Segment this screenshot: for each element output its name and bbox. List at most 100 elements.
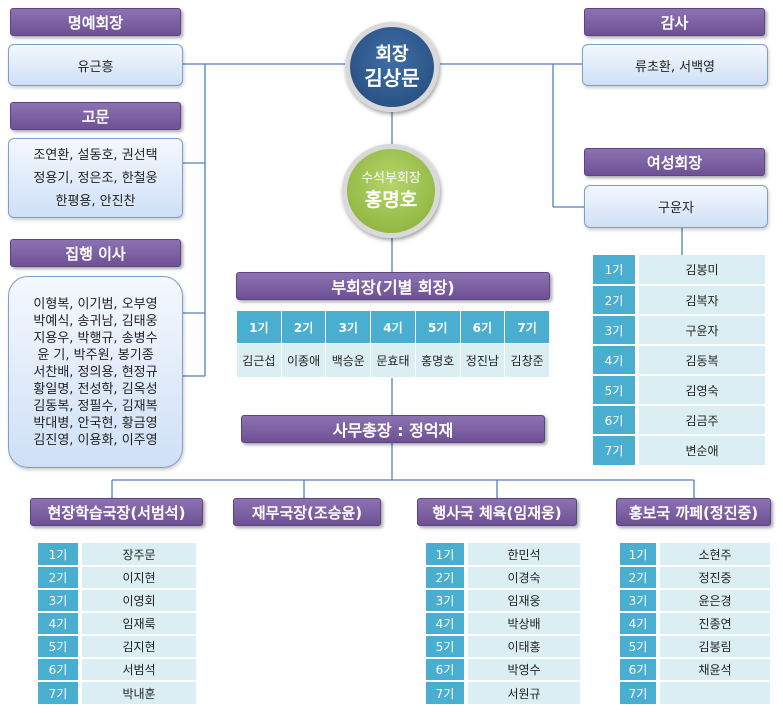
women-chair-box: 구윤자 bbox=[584, 185, 768, 228]
events-sports-header: 행사국 체육(임재웅) bbox=[417, 498, 577, 526]
directors-line: 박예식, 송귀남, 김태웅 bbox=[33, 313, 158, 329]
women-chair-name: 구윤자 bbox=[658, 201, 694, 216]
advisors-header: 고문 bbox=[10, 102, 181, 130]
gen-label: 5기 bbox=[593, 375, 637, 406]
advisors-box: 조연환, 설동호, 권선택 정용기, 정은조, 한철웅 한평용, 안진찬 bbox=[8, 138, 183, 218]
vp-gen-label: 6기 bbox=[459, 310, 506, 344]
vp-name: 김근섭 bbox=[236, 343, 282, 378]
gen-member-name: 장주문 bbox=[78, 543, 196, 567]
senior-vp-name: 홍명호 bbox=[364, 189, 418, 211]
vp-gen-label: 7기 bbox=[504, 310, 550, 344]
gen-label: 7기 bbox=[593, 435, 637, 465]
gen-member-name: 박상배 bbox=[464, 612, 580, 636]
vp-name: 정진남 bbox=[459, 343, 506, 378]
directors-line: 이형복, 이기범, 오부영 bbox=[33, 296, 158, 312]
gen-member-name: 박영수 bbox=[464, 658, 580, 682]
finance-header: 재무국장(조승윤) bbox=[233, 498, 381, 526]
gen-label: 6기 bbox=[426, 658, 466, 682]
gen-member-name: 김동복 bbox=[635, 345, 765, 376]
gen-label: 6기 bbox=[38, 658, 80, 682]
gen-member-name: 김금주 bbox=[635, 405, 765, 436]
gen-member-name: 진종연 bbox=[656, 612, 770, 636]
gen-label: 3기 bbox=[38, 589, 80, 613]
gen-label: 4기 bbox=[620, 612, 658, 636]
gen-label: 5기 bbox=[426, 635, 466, 659]
directors-line: 윤 기, 박주원, 봉기종 bbox=[37, 347, 154, 363]
gen-label: 3기 bbox=[426, 589, 466, 613]
gen-label: 5기 bbox=[38, 635, 80, 659]
auditor-header: 감사 bbox=[584, 8, 765, 36]
gen-member-name: 이영회 bbox=[78, 589, 196, 613]
gen-member-name: 이지현 bbox=[78, 566, 196, 590]
gen-label: 4기 bbox=[593, 345, 637, 376]
honorary-name: 유근흥 bbox=[77, 59, 114, 75]
gen-label: 2기 bbox=[426, 566, 466, 590]
directors-line: 서찬배, 정의용, 현정규 bbox=[33, 364, 158, 380]
vp-gen-label: 3기 bbox=[325, 310, 372, 344]
directors-header: 집행 이사 bbox=[10, 239, 181, 267]
gen-member-name: 서범석 bbox=[78, 658, 196, 682]
gen-label: 1기 bbox=[38, 543, 80, 567]
gen-member-name: 한민석 bbox=[464, 543, 580, 567]
vp-gen-label: 5기 bbox=[414, 310, 461, 344]
gen-label: 4기 bbox=[426, 612, 466, 636]
gen-member-name: 이경숙 bbox=[464, 566, 580, 590]
gen-label: 5기 bbox=[620, 635, 658, 659]
senior-vp-title: 수석부회장 bbox=[361, 171, 421, 186]
gen-label: 7기 bbox=[426, 681, 466, 704]
vice-chairs-table: 1기 2기 3기 4기 5기 6기 7기 김근섭 이종애 백승운 문효태 홍명호… bbox=[236, 310, 550, 378]
gen-member-name: 김복자 bbox=[635, 285, 765, 316]
gen-label: 7기 bbox=[38, 681, 80, 704]
chairman-title: 회장 bbox=[375, 44, 409, 65]
auditor-names: 류초환, 서백영 bbox=[634, 59, 716, 75]
table-row: 7기 bbox=[620, 681, 770, 704]
gen-member-name: 김봉림 bbox=[656, 635, 770, 659]
vp-name: 백승운 bbox=[325, 343, 372, 378]
gen-label: 3기 bbox=[593, 315, 637, 346]
gen-label: 6기 bbox=[620, 658, 658, 682]
directors-line: 김진영, 이용화, 이주영 bbox=[33, 432, 158, 448]
gen-member-name: 채윤석 bbox=[656, 658, 770, 682]
promotion-cafe-header: 홍보국 까페(정진중) bbox=[616, 498, 771, 526]
vice-chairs-header: 부회장(기별 회장) bbox=[236, 272, 550, 300]
gen-label: 1기 bbox=[426, 543, 466, 567]
vp-gen-label: 2기 bbox=[280, 310, 327, 344]
gen-member-name: 서원규 bbox=[464, 681, 580, 704]
field-study-header: 현장학습국장(서범석) bbox=[30, 498, 203, 526]
secretary-general-header: 사무총장 : 정억재 bbox=[241, 415, 545, 443]
vp-name: 문효태 bbox=[370, 343, 416, 378]
gen-member-name: 임재룩 bbox=[78, 612, 196, 636]
gen-member-name: 김지현 bbox=[78, 635, 196, 659]
gen-member-name: 김봉미 bbox=[635, 255, 765, 286]
auditor-box: 류초환, 서백영 bbox=[582, 44, 768, 86]
gen-member-name: 박내훈 bbox=[78, 681, 196, 704]
gen-label: 2기 bbox=[620, 566, 658, 590]
directors-line: 김동복, 정필수, 김재복 bbox=[33, 398, 158, 414]
gen-member-name: 이태홍 bbox=[464, 635, 580, 659]
gen-member-name: 구윤자 bbox=[635, 315, 765, 346]
